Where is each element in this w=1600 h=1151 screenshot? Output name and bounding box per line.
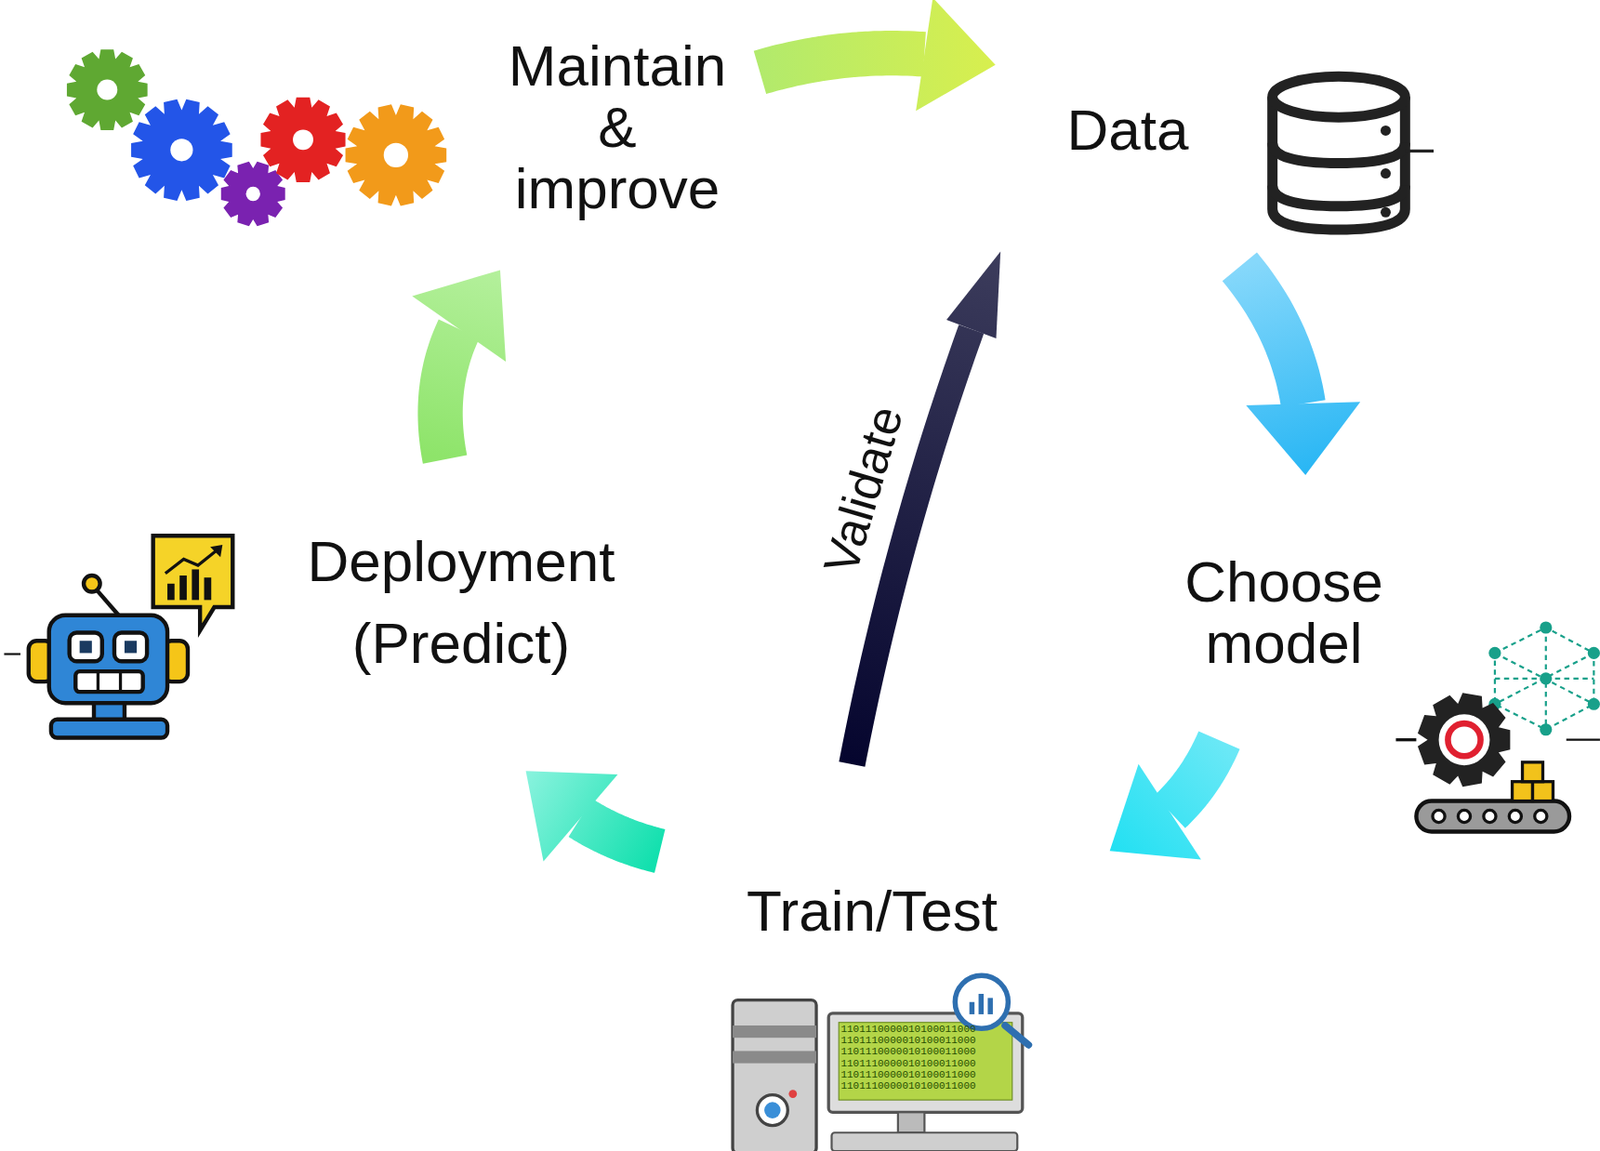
arrow-head <box>1110 764 1202 860</box>
gear-shape <box>260 97 345 183</box>
arrow-shaft <box>1169 740 1219 812</box>
arrow-shaft <box>580 818 660 852</box>
gear-shape <box>345 104 448 206</box>
step-label: Data <box>1067 95 1190 165</box>
screen-binary-text: 1101110000010100011000 11011100000101000… <box>840 1023 979 1093</box>
step-name: Train/Test <box>746 876 998 946</box>
arrow-head <box>526 770 619 861</box>
cycle-arrow <box>526 770 661 861</box>
robot-icon <box>3 535 233 738</box>
gear-shape <box>66 49 148 131</box>
step-name: Choose model <box>1176 551 1392 674</box>
cycle-arrow <box>759 0 995 111</box>
arrow-head <box>411 269 506 362</box>
gear-shape <box>131 99 233 201</box>
arrow-head <box>1245 401 1361 476</box>
step-name: Deployment (Predict) <box>299 520 623 685</box>
gear-shape <box>1417 692 1510 787</box>
cycle-arrow <box>1110 740 1220 860</box>
step-name: Data <box>1067 95 1190 165</box>
arrow-head <box>915 0 996 111</box>
gear-shape <box>221 161 286 227</box>
arrow-shaft <box>759 52 925 73</box>
step-label: Choose model <box>1176 551 1392 674</box>
step-name: Maintain & improve <box>500 35 735 219</box>
gears-icon <box>66 49 1510 787</box>
cycle-arrow <box>411 269 506 460</box>
cycle-arrow <box>1239 266 1361 476</box>
arrow-shaft <box>1239 266 1303 404</box>
arrow-head <box>946 251 1001 339</box>
arrow-shaft <box>440 329 460 460</box>
step-label: Deployment (Predict) <box>299 520 623 685</box>
model-icon <box>1395 621 1600 832</box>
step-label: Maintain & improve <box>500 35 735 219</box>
database-icon <box>1272 76 1434 230</box>
computer-icon <box>732 975 1029 1151</box>
step-label: Train/Test <box>746 876 998 946</box>
